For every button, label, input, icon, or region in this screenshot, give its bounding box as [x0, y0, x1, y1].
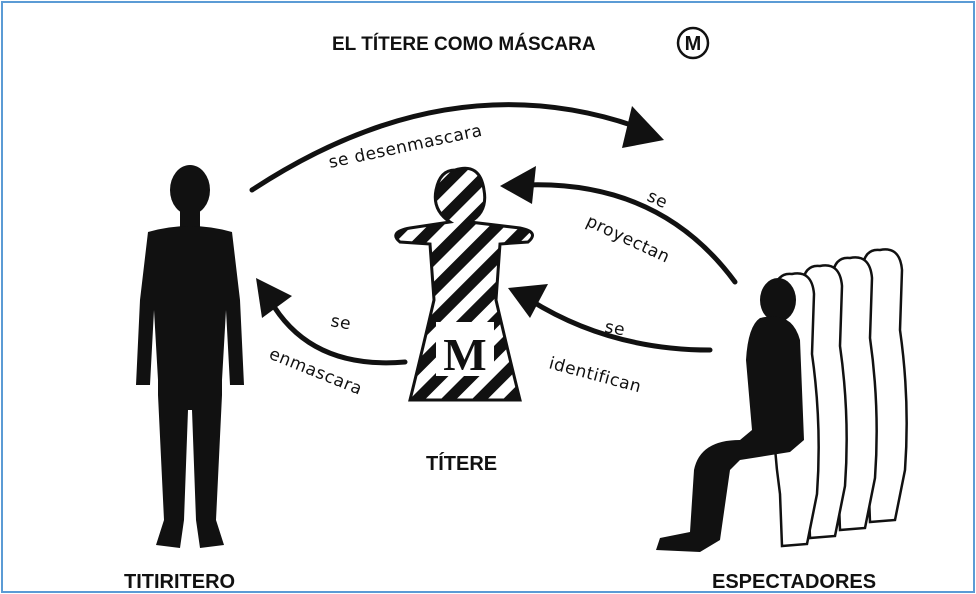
- puppet-label: TÍTERE: [426, 452, 497, 475]
- arrowhead-top: [622, 106, 664, 148]
- arrow-top-label: se desenmascara: [327, 121, 484, 173]
- arrow-left: [267, 297, 408, 366]
- arrowhead-lower-right: [508, 284, 548, 318]
- spectators-label: ESPECTADORES: [712, 571, 876, 593]
- puppet-letter: M: [443, 329, 486, 380]
- puppet-figure: M: [394, 166, 534, 402]
- title-badge-circle: [676, 26, 710, 60]
- arrow-lower-right-label-1: se: [603, 317, 626, 340]
- arrow-left-label-1: se: [329, 311, 352, 334]
- diagram-title: EL TÍTERE COMO MÁSCARA: [332, 33, 596, 55]
- puppeteer-figure: [136, 165, 244, 548]
- title-badge-letter: M: [685, 33, 702, 55]
- arrow-top: [249, 102, 643, 193]
- arrow-lower-right-label-2: identifican: [547, 354, 644, 398]
- arrowhead-left: [256, 278, 292, 318]
- arrow-lower-right: [527, 297, 713, 353]
- arrow-upper-right-label-2: proyectan: [583, 211, 673, 267]
- arrowhead-upper-right: [500, 166, 536, 204]
- arrow-left-label-2: enmascara: [266, 344, 365, 400]
- spectators-group: [656, 248, 908, 552]
- arrow-upper-right: [522, 182, 738, 285]
- puppeteer-label: TITIRITERO: [124, 571, 235, 593]
